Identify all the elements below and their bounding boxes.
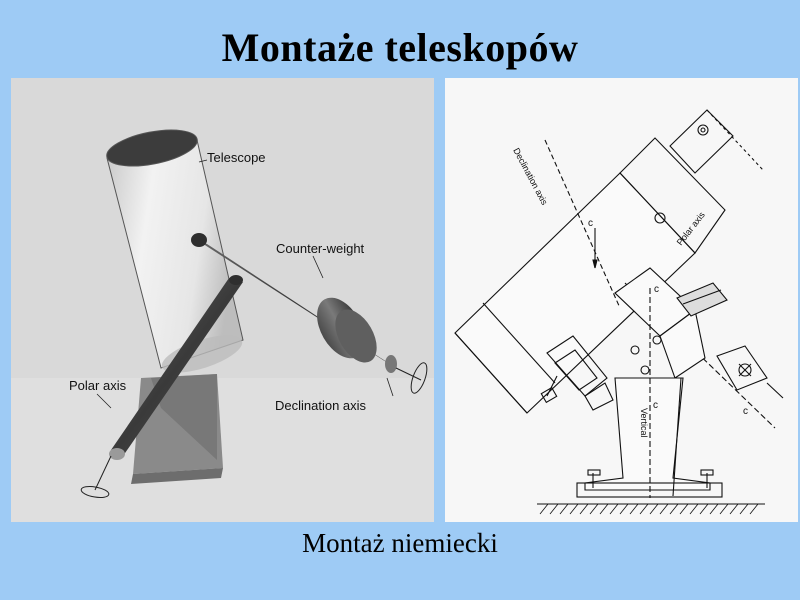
mount-illustration-svg: Telescope Counter-weight Polar axis Decl… <box>11 78 434 522</box>
slide-title: Montaże teleskopów <box>221 25 579 70</box>
drawing-label-c-top: c <box>588 218 593 229</box>
axis-guides <box>80 362 428 498</box>
drawing-label-vertical: Vertical <box>639 408 649 438</box>
drawing-mount-head <box>614 267 728 379</box>
label-polar-axis: Polar axis <box>69 378 127 393</box>
german-mount-technical-drawing: Declination axis Polar axis Vertical c c… <box>445 78 798 522</box>
drawing-pier <box>584 288 711 498</box>
counter-weight <box>317 297 377 363</box>
drawing-ground-hatch <box>539 503 759 515</box>
technical-drawing-svg: Declination axis Polar axis Vertical c c… <box>445 78 798 522</box>
slide-caption: Montaż niemiecki <box>302 528 498 558</box>
polar-axis-rod <box>109 275 243 460</box>
drawing-right-clamp <box>716 345 784 399</box>
label-telescope: Telescope <box>207 150 266 165</box>
drawing-label-c-polar: c <box>654 284 659 295</box>
label-counter-weight: Counter-weight <box>276 241 365 256</box>
drawing-label-c-base: c <box>743 406 748 417</box>
drawing-base <box>537 469 765 505</box>
drawing-left-clamp <box>540 335 614 411</box>
drawing-telescope-tube <box>454 109 764 414</box>
drawing-declination-axis <box>544 139 621 309</box>
pier-wedge <box>131 374 223 484</box>
label-leaders <box>96 159 394 409</box>
german-mount-illustration: Telescope Counter-weight Polar axis Decl… <box>11 78 434 522</box>
label-declination-axis: Declination axis <box>275 398 367 413</box>
drawing-label-c-vertical: c <box>653 400 658 411</box>
